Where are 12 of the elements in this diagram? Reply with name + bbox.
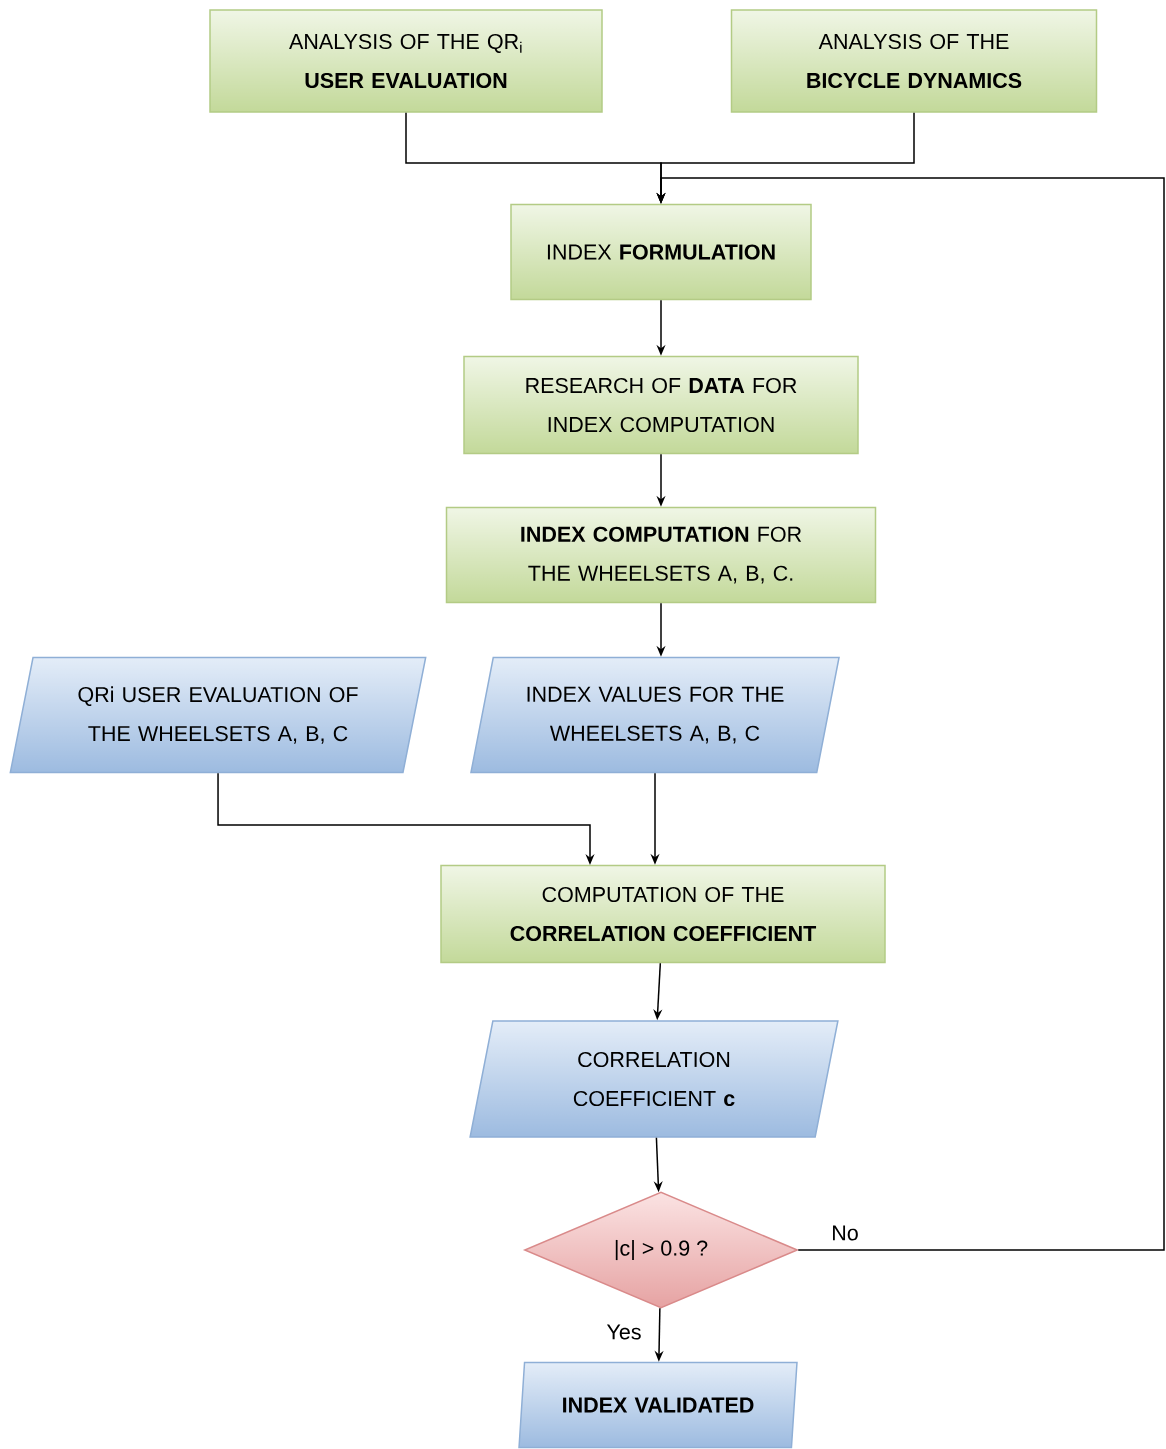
process-box: COMPUTATION OF THE CORRELATION COEFFICIENT — [440, 864, 886, 964]
edge-label: Yes — [605, 1323, 643, 1341]
process-box: INDEX COMPUTATION FOR THE WHEELSETS A, B, C. — [445, 506, 877, 604]
data-parallelogram: INDEX VALIDATED — [518, 1361, 798, 1449]
data-parallelogram: CORRELATION COEFFICIENT c — [469, 1020, 839, 1138]
process-box: INDEX FORMULATION — [510, 203, 812, 301]
process-box: RESEARCH OF DATA FOR INDEX COMPUTATION — [463, 355, 859, 455]
edge-label: No — [830, 1224, 860, 1242]
data-parallelogram: QRi USER EVALUATION OF THE WHEELSETS A, B, C — [9, 656, 427, 774]
process-box: ANALYSIS OF THE BICYCLE DYNAMICS — [730, 9, 1098, 113]
process-box: ANALYSIS OF THE QR$_{i}$ USER EVALUATION — [209, 9, 603, 113]
data-parallelogram: INDEX VALUES FOR THE WHEELSETS A, B, C — [470, 656, 840, 774]
